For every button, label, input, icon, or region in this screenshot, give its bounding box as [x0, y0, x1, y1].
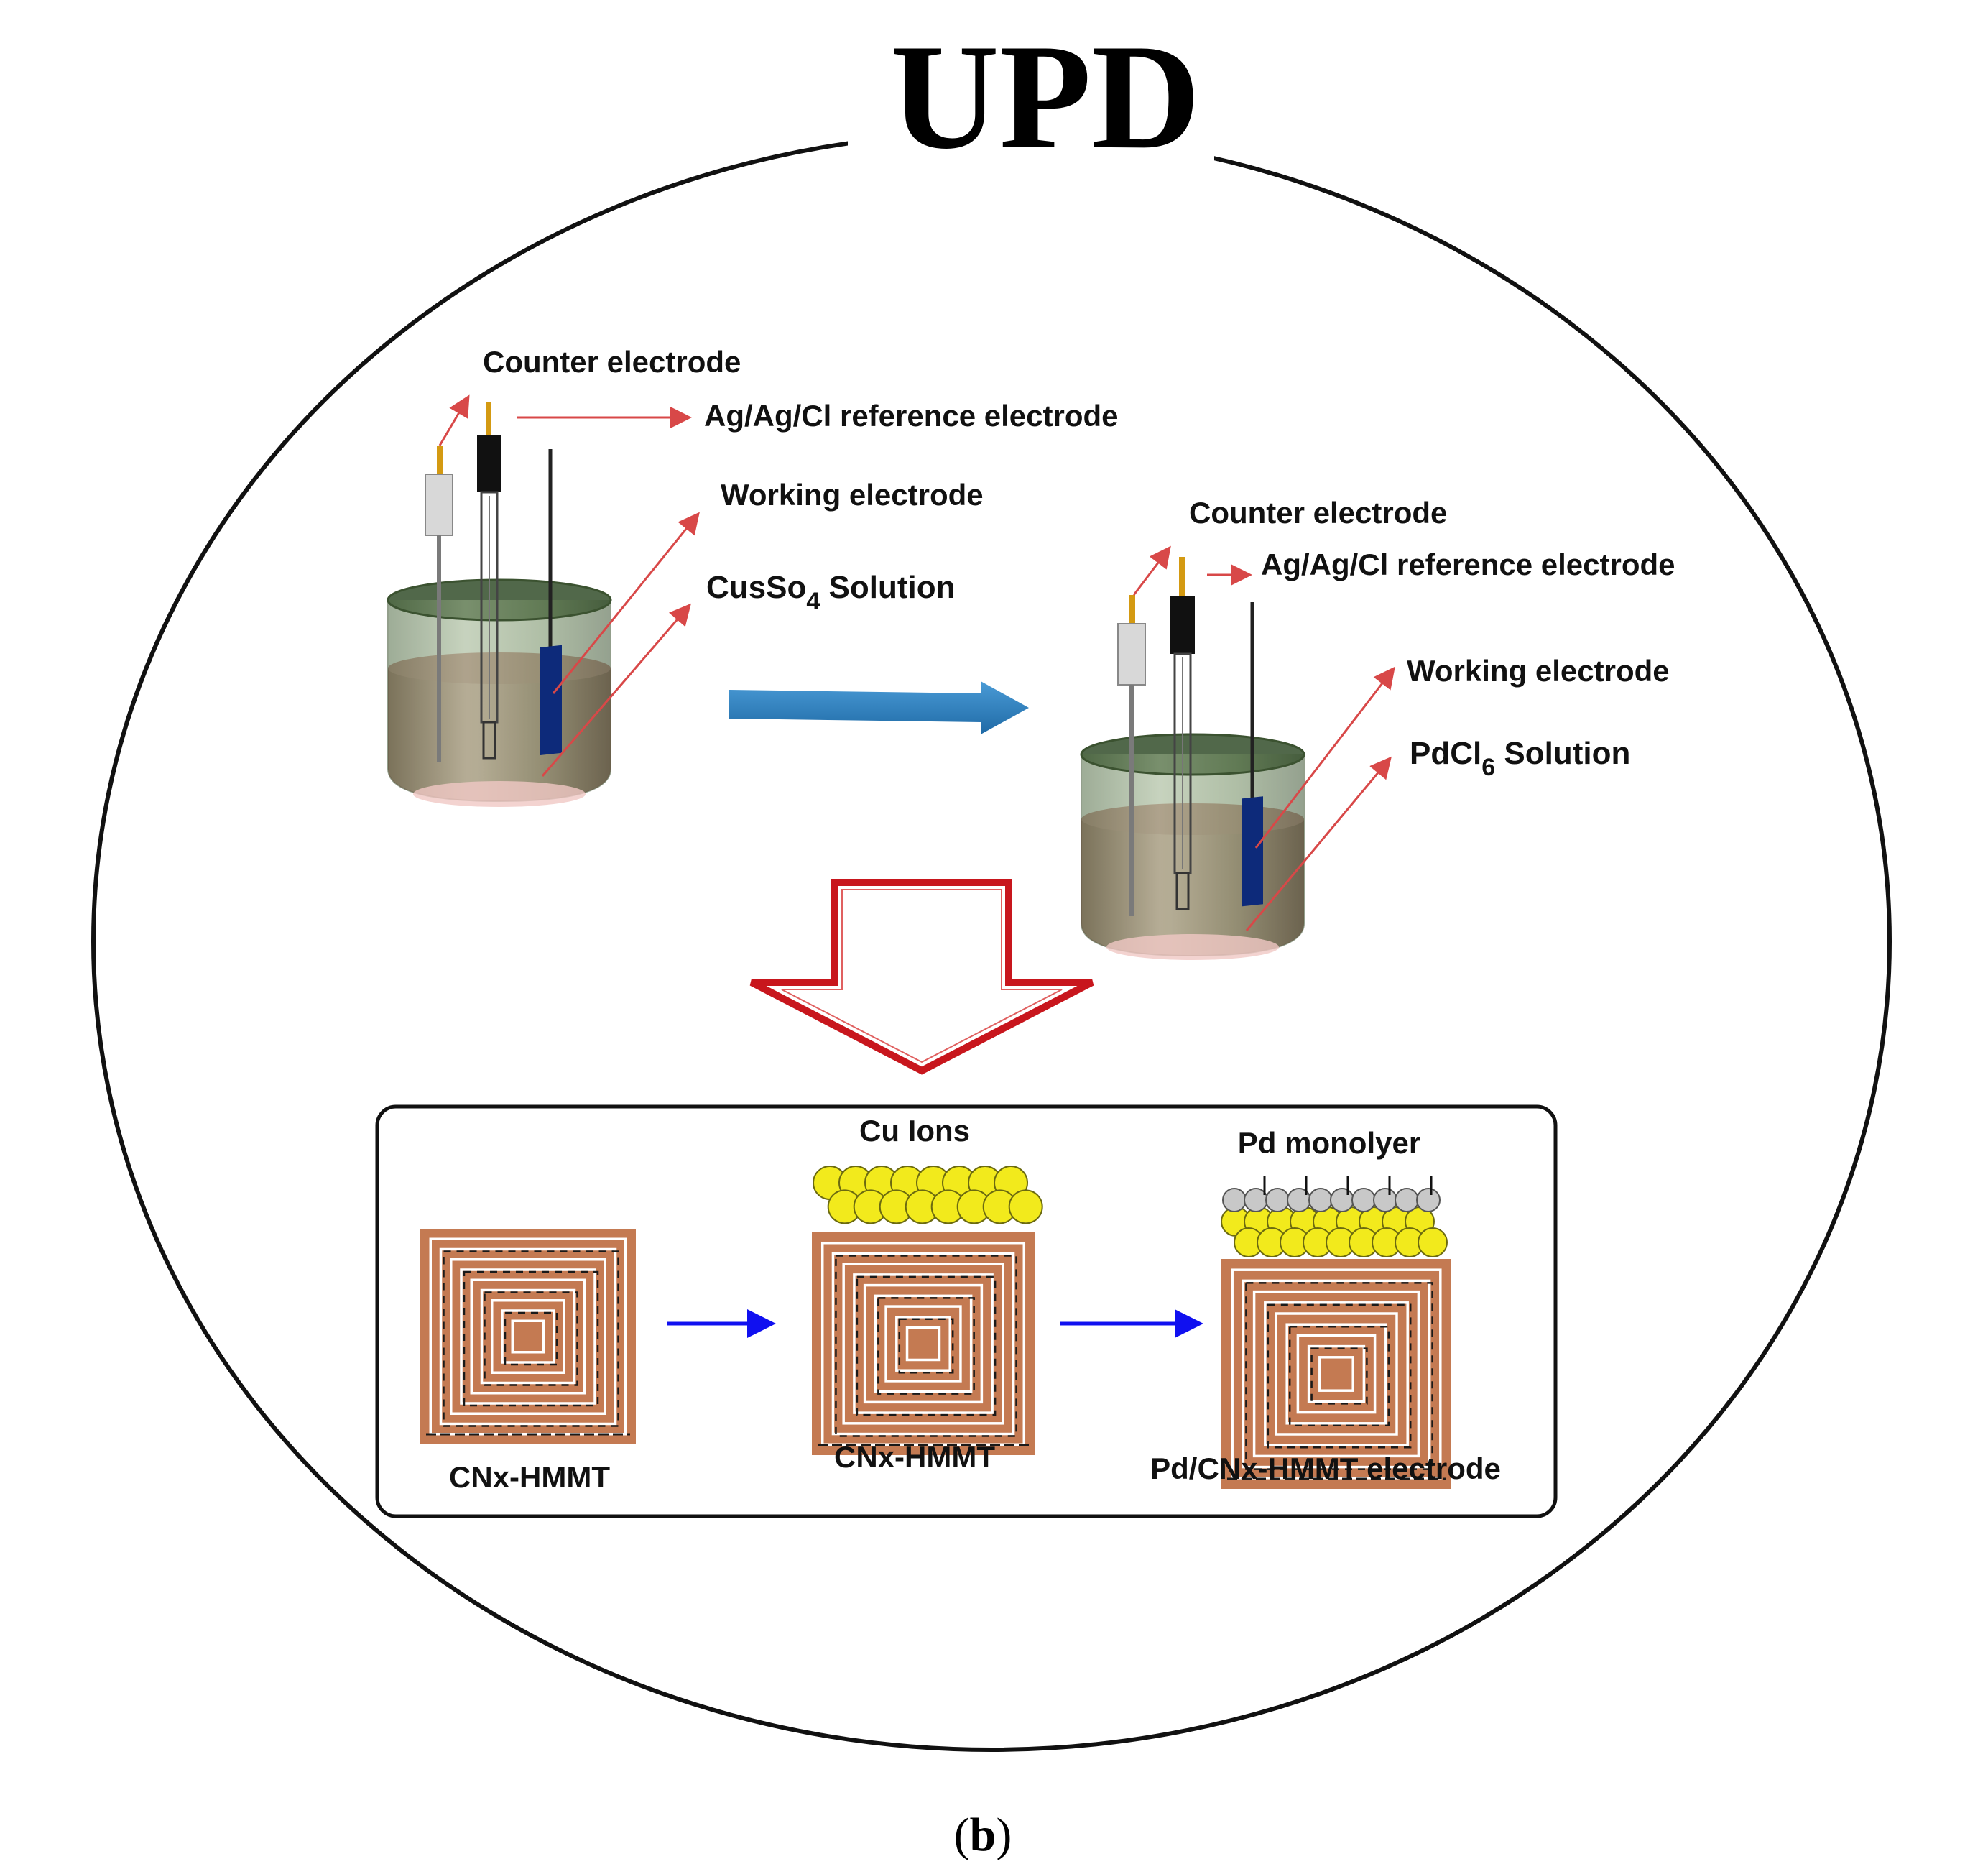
counter-electrode-2: [1117, 623, 1146, 686]
cell1-working-label: Working electrode: [721, 478, 984, 512]
substrate-block: [812, 1232, 1035, 1455]
channel-trace: [504, 1311, 558, 1366]
pd-atom: [1265, 1188, 1290, 1212]
substrate-block: [420, 1229, 636, 1444]
pore-ring: [842, 1263, 1004, 1425]
pd-atom: [1416, 1188, 1441, 1212]
panel-label: (b): [954, 1809, 1012, 1861]
channel-trace: [1288, 1325, 1390, 1427]
pore-ring: [863, 1283, 984, 1404]
pore-ring: [439, 1247, 617, 1426]
pore-ring: [1318, 1356, 1354, 1392]
substrate-stage-3: [1221, 1259, 1451, 1489]
channel-trace: [463, 1270, 599, 1407]
stage3-label: Pd/CNx-HMMT electrode: [1150, 1452, 1501, 1485]
cell-1: [387, 402, 612, 807]
pd-atom: [1351, 1188, 1376, 1212]
pore-ring: [480, 1288, 576, 1385]
pore-ring: [1275, 1312, 1398, 1436]
pore-ring: [1242, 1279, 1431, 1469]
transfer-arrow: [729, 681, 1029, 734]
pd-atom: [1222, 1188, 1247, 1212]
pore-ring: [874, 1294, 973, 1393]
channel-trace: [898, 1318, 954, 1374]
channel-trace: [443, 1250, 619, 1427]
pore-ring: [1264, 1301, 1409, 1446]
pore-ring: [905, 1326, 941, 1362]
channel-trace: [856, 1275, 997, 1416]
working-electrode-plate-2: [1242, 796, 1263, 907]
pd-atom: [1395, 1188, 1419, 1212]
pd-atom: [1330, 1188, 1354, 1212]
beaker-2: [1081, 754, 1305, 957]
stage1-label: CNx-HMMT: [449, 1460, 610, 1494]
cu-ion-layer: [813, 1166, 1043, 1224]
down-arrow: [749, 879, 1094, 1075]
cell1-solution-label: CusSo4 Solution: [706, 570, 955, 615]
pore-ring: [511, 1319, 545, 1354]
pore-ring: [1285, 1323, 1387, 1425]
cell2-solution-label: PdCl6 Solution: [1410, 736, 1630, 781]
pore-ring: [470, 1278, 586, 1395]
working-electrode-plate-1: [540, 645, 562, 755]
beaker-1: [387, 600, 611, 803]
cell2-reference-label: Ag/Ag/Cl reference electrode: [1261, 548, 1675, 581]
stage3-top-label: Pd monolyer: [1238, 1126, 1420, 1160]
cell1-reference-label: Ag/Ag/Cl reference electrode: [704, 399, 1119, 433]
page-title: UPD: [890, 14, 1201, 180]
pd-atom: [1373, 1188, 1397, 1212]
stage2-top-label: Cu Ions: [859, 1114, 970, 1148]
pore-ring: [853, 1273, 994, 1414]
pore-ring: [1296, 1334, 1377, 1414]
atom: [1008, 1189, 1043, 1224]
channel-trace: [1267, 1303, 1412, 1449]
channel-trace: [1310, 1347, 1368, 1405]
channel-trace: [484, 1291, 578, 1386]
cell2-counter-label: Counter electrode: [1189, 496, 1447, 530]
pore-ring: [884, 1305, 962, 1383]
pore-ring: [450, 1258, 606, 1415]
pd-monolayer: [1222, 1176, 1441, 1212]
channel-trace: [877, 1297, 975, 1395]
substrate-stage-1: [420, 1229, 636, 1444]
cell-2: [1080, 557, 1305, 960]
substrate-block: [1221, 1259, 1451, 1489]
substrate-stage-2: [812, 1232, 1035, 1455]
stage2-label: CNx-HMMT: [834, 1440, 995, 1474]
reference-electrode-1: [477, 435, 501, 492]
channel-trace: [1245, 1282, 1433, 1470]
cu-ion-layer-stage-3: [1221, 1206, 1448, 1257]
reference-electrode-2: [1170, 596, 1195, 654]
pore-ring: [895, 1316, 951, 1372]
pd-atom: [1308, 1188, 1333, 1212]
cell2-working-label: Working electrode: [1407, 654, 1670, 688]
pore-ring: [491, 1299, 565, 1374]
pore-ring: [460, 1268, 596, 1405]
pore-ring: [831, 1252, 1015, 1436]
pore-ring: [501, 1309, 555, 1364]
atom: [1418, 1227, 1448, 1257]
counter-electrode-1: [425, 474, 453, 536]
cell1-counter-label: Counter electrode: [483, 345, 741, 379]
pore-ring: [1252, 1290, 1420, 1458]
pore-ring: [1307, 1344, 1366, 1403]
